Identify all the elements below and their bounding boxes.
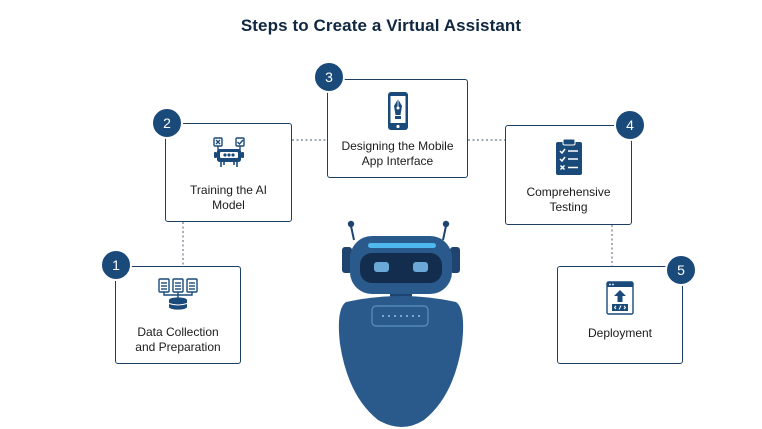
robot-visor [360, 253, 442, 283]
upload-code-icon [606, 281, 634, 315]
step-2-badge: 2 [151, 107, 183, 139]
diagram-title: Steps to Create a Virtual Assistant [240, 16, 522, 35]
robot-antenna-right [442, 220, 450, 228]
robot-chest-panel [371, 305, 429, 327]
mobile-pen-icon [387, 92, 408, 130]
step-2-label-line1: Training the AI [190, 183, 267, 197]
step-1-label-line2: and Preparation [135, 340, 221, 354]
step-5-card: Deployment [557, 266, 683, 364]
clipboard-checklist-icon [555, 138, 582, 175]
step-1-label: Data Collection and Preparation [122, 325, 234, 355]
step-4-card: Comprehensive Testing [505, 125, 632, 225]
robot-body [338, 296, 464, 427]
robot-illustration [338, 220, 464, 427]
step-1-card: Data Collection and Preparation [115, 266, 241, 364]
step-3-badge: 3 [313, 61, 345, 93]
step-3-label: Designing the Mobile App Interface [334, 139, 461, 169]
step-3-label-line1: Designing the Mobile [341, 139, 454, 153]
step-5-label: Deployment [564, 326, 676, 341]
step-1-badge: 1 [100, 249, 132, 281]
robot-training-icon [212, 137, 245, 167]
step-3-card: Designing the Mobile App Interface [327, 79, 468, 178]
step-2-card: Training the AI Model [165, 123, 292, 222]
step-4-label-line2: Testing [549, 200, 588, 214]
robot-antenna-left [347, 220, 355, 228]
step-2-label-line2: Model [212, 198, 245, 212]
database-servers-icon [158, 278, 198, 310]
step-5-label-line1: Deployment [587, 326, 653, 340]
step-4-label: Comprehensive Testing [512, 185, 625, 215]
step-5-badge: 5 [665, 254, 697, 286]
step-4-label-line1: Comprehensive [526, 185, 611, 199]
step-3-label-line2: App Interface [361, 154, 434, 168]
step-1-label-line1: Data Collection [137, 325, 219, 339]
step-4-badge: 4 [614, 109, 646, 141]
step-2-label: Training the AI Model [172, 183, 285, 213]
